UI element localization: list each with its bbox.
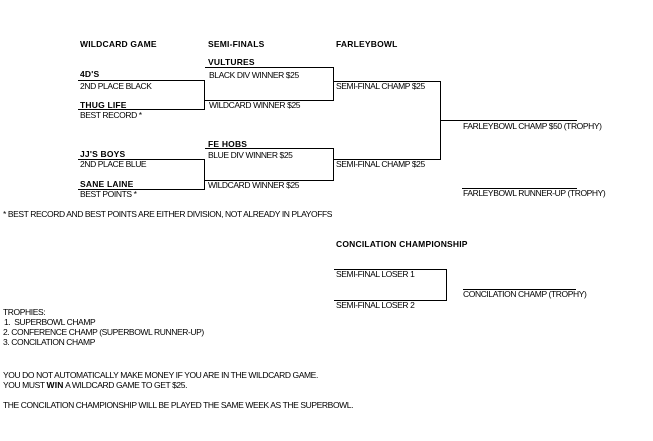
wildcard-2-connector <box>204 159 205 190</box>
team-jjs-boys: JJ'S BOYS <box>80 149 126 159</box>
footnote: * BEST RECORD AND BEST POINTS ARE EITHER… <box>3 209 333 219</box>
note-must-win-part-1: YOU MUST <box>3 380 47 390</box>
team-vultures: VULTURES <box>208 57 255 67</box>
trophy-item-2: 2. CONFERENCE CHAMP (SUPERBOWL RUNNER-UP… <box>3 327 204 337</box>
seed-best-record: BEST RECORD * <box>80 110 142 120</box>
header-farleybowl: FARLEYBOWL <box>336 39 398 49</box>
team-sane-laine: SANE LAINE <box>80 179 134 189</box>
note-must-win-part-2: WIN <box>46 380 64 390</box>
header-wildcard-game: WILDCARD GAME <box>80 39 157 49</box>
farleybowl-champ-line <box>440 120 577 121</box>
note-must-win: YOU MUST WIN A WILDCARD GAME TO GET $25. <box>3 380 187 390</box>
team-fe-hobs: FE HOBS <box>208 139 248 149</box>
slot-wildcard-winner-1: WILDCARD WINNER $25 <box>209 100 301 110</box>
wildcard-1-top-line <box>78 80 204 81</box>
header-semi-finals: SEMI-FINALS <box>208 39 265 49</box>
farleybowl-runnerup-line <box>462 188 577 189</box>
semifinal-box-1-bottom <box>205 100 334 101</box>
slot-semifinal-loser-1: SEMI-FINAL LOSER 1 <box>336 269 415 279</box>
vultures-underline <box>205 67 334 68</box>
concilation-box-right <box>446 269 447 301</box>
wildcard-1-connector <box>204 80 205 110</box>
wildcard-2-top-line <box>78 159 204 160</box>
concilation-champ-line <box>463 289 576 290</box>
slot-blue-div-winner: BLUE DIV WINNER $25 <box>208 150 293 160</box>
trophies-heading: TROPHIES: <box>3 307 46 317</box>
note-must-win-part-3: A WILDCARD GAME TO GET $25. <box>63 380 188 390</box>
wildcard-2-bottom-line <box>78 189 204 190</box>
slot-semifinal-loser-2: SEMI-FINAL LOSER 2 <box>336 300 415 310</box>
slot-black-div-winner: BLACK DIV WINNER $25 <box>209 70 299 80</box>
header-concilation-championship: CONCILATION CHAMPIONSHIP <box>336 239 468 249</box>
fehobs-underline <box>205 148 334 149</box>
slot-farleybowl-runnerup: FARLEYBOWL RUNNER-UP (TROPHY) <box>463 188 606 198</box>
seed-2nd-place-blue: 2ND PLACE BLUE <box>80 159 147 169</box>
semifinal-box-2-right <box>333 148 334 181</box>
concilation-box-top <box>334 269 447 270</box>
trophy-item-1: 1. SUPERBOWL CHAMP <box>4 317 96 327</box>
slot-semifinal-champ-2: SEMI-FINAL CHAMP $25 <box>336 159 425 169</box>
semifinal-box-1-right <box>333 67 334 101</box>
seed-2nd-place-black: 2ND PLACE BLACK <box>80 81 152 91</box>
team-4ds: 4D'S <box>80 69 100 79</box>
semifinal-box-2-bottom <box>205 180 334 181</box>
concilation-box-bottom <box>334 300 447 301</box>
slot-wildcard-winner-2: WILDCARD WINNER $25 <box>208 180 300 190</box>
seed-best-points: BEST POINTS * <box>80 189 137 199</box>
semifinal-champ-2-line <box>333 159 441 160</box>
semifinal-champ-1-line <box>333 81 441 82</box>
note-concilation-week: THE CONCILATION CHAMPIONSHIP WILL BE PLA… <box>3 400 354 410</box>
trophy-item-3: 3. CONCILATION CHAMP <box>3 337 95 347</box>
slot-farleybowl-champ: FARLEYBOWL CHAMP $50 (TROPHY) <box>463 121 602 131</box>
note-wildcard-money: YOU DO NOT AUTOMATICALLY MAKE MONEY IF Y… <box>3 370 318 380</box>
team-thug-life: THUG LIFE <box>80 100 127 110</box>
slot-semifinal-champ-1: SEMI-FINAL CHAMP $25 <box>336 81 425 91</box>
wildcard-1-bottom-line <box>78 109 204 110</box>
slot-concilation-champ: CONCILATION CHAMP (TROPHY) <box>463 289 587 299</box>
